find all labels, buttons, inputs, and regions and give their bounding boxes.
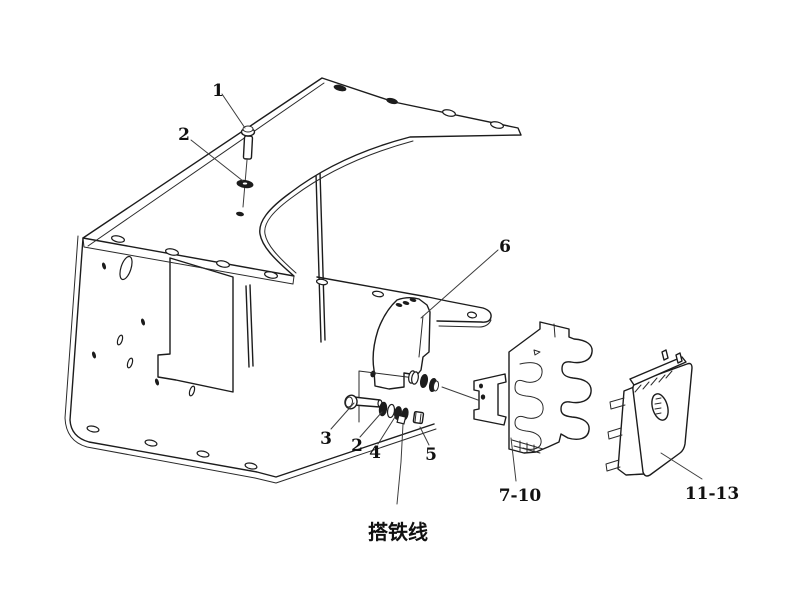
leader-11-13: [660, 452, 703, 480]
regulator-body: [508, 321, 593, 454]
cutout-curve-thickness: [264, 140, 414, 274]
regulator-terminal-tabs: [511, 439, 544, 454]
nut-5: [412, 410, 425, 425]
cover-top-teeth: [634, 370, 673, 393]
callout-labels: 1 2 6 3 2 4 5 7-10 11-13 搭铁线: [178, 81, 739, 544]
bracket-hole: [480, 394, 486, 400]
cover-side-face: [617, 386, 645, 476]
callout-1: 1: [212, 81, 224, 101]
callout-11-13: 11-13: [685, 484, 739, 504]
callout-3: 3: [320, 429, 332, 449]
leader-1: [221, 93, 246, 129]
main-bracket-side-plate: [64, 235, 437, 484]
side-plate-holes: [86, 255, 258, 470]
top-plate-rear-offset: [87, 82, 325, 247]
cover-top-tabs: [661, 349, 683, 364]
inner-edge-right: [315, 171, 326, 343]
cover-side-teeth: [605, 397, 626, 472]
lower-fastener-row: [344, 370, 440, 425]
leader-5: [419, 426, 430, 446]
back-plate-hole: [315, 278, 329, 286]
mounting-bracket-part6: [370, 297, 431, 390]
top-plate-surface: [82, 77, 522, 277]
regulator-left-bracket: [473, 373, 507, 426]
callout-2-low: 2: [351, 436, 363, 456]
back-plate-hole: [371, 290, 385, 298]
leader-2-top: [190, 139, 244, 182]
hex-bolt-1: [240, 125, 256, 160]
regulator-part7-10: [473, 321, 593, 454]
leader-2-low: [359, 411, 383, 438]
leader-7-10: [510, 437, 517, 482]
back-plate: [315, 276, 492, 328]
callout-2-top: 2: [178, 125, 190, 145]
callout-5: 5: [425, 445, 437, 465]
inner-panels: [157, 171, 326, 393]
washer-4a: [386, 403, 396, 419]
top-plate-front-thickness: [82, 237, 295, 285]
bracket-hole: [479, 383, 483, 389]
leader-lines: [190, 93, 703, 505]
top-fastener-set: [236, 125, 256, 208]
callout-4: 4: [369, 443, 381, 463]
callout-7-10: 7-10: [499, 486, 542, 506]
bracket-body: [372, 297, 431, 390]
regulator-top-detail: [533, 323, 556, 356]
bracket-holes: [370, 298, 417, 378]
main-bracket-top-plate: [82, 77, 522, 285]
inner-panel: [157, 257, 234, 393]
oval-slot: [119, 255, 133, 281]
regulator-inner-fins: [514, 362, 544, 450]
cover-top-rail: [629, 356, 687, 386]
washer-2-top: [236, 179, 254, 189]
side-plate-thickness: [64, 235, 437, 484]
leader-3: [330, 402, 355, 430]
leader-washer-to-regulator: [441, 386, 479, 401]
leader-ground-wire: [396, 423, 404, 505]
label-ground-wire: 搭铁线: [368, 520, 428, 544]
tongue-arm-thickness: [438, 319, 492, 328]
upper-washer-set: [408, 370, 440, 393]
bolt-target-hole: [236, 211, 244, 217]
callout-6: 6: [499, 237, 511, 257]
tongue-arm: [316, 276, 492, 323]
bracket-bend-line: [418, 315, 424, 358]
leader-4: [377, 416, 396, 445]
top-plate-holes: [111, 84, 504, 279]
side-plate-edge: [69, 237, 435, 478]
tongue-hole: [466, 311, 478, 319]
leader-6: [420, 249, 499, 319]
cover-vent: [651, 393, 669, 421]
cover-plate-part11-13: [605, 349, 693, 477]
ground-wire-terminal: [396, 407, 409, 425]
inner-edge-left: [245, 284, 254, 368]
